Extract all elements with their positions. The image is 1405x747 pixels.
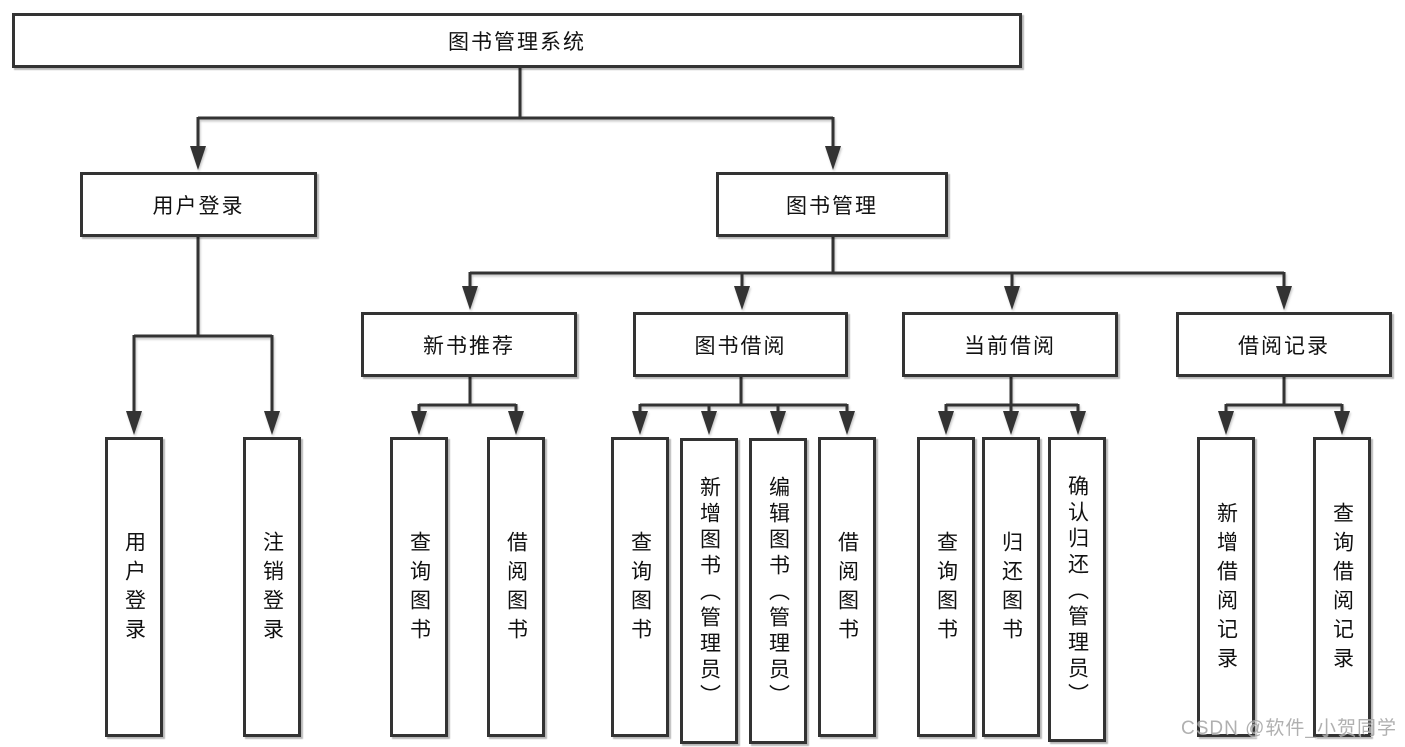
connector-root	[190, 66, 841, 170]
leaf-user-login: 用户登录	[105, 437, 163, 737]
connector-new-book-recommend	[411, 375, 524, 435]
leaf-add-borrow-record: 新增借阅记录	[1197, 437, 1255, 737]
watermark: CSDN @软件_小贺同学	[1181, 718, 1397, 739]
node-user-login: 用户登录	[80, 172, 317, 237]
leaf-query-books-current: 查询图书	[917, 437, 975, 737]
leaf-query-books-borrowing: 查询图书	[611, 437, 669, 737]
connector-current-borrowing	[938, 375, 1086, 435]
node-new-book-recommend: 新书推荐	[361, 312, 577, 377]
leaf-query-books-recommend: 查询图书	[390, 437, 448, 737]
leaf-edit-book-admin: 编辑图书（管理员）	[749, 438, 807, 744]
leaf-borrow-books-borrowing: 借阅图书	[818, 437, 876, 737]
leaf-logout: 注销登录	[243, 437, 301, 737]
node-current-borrowing: 当前借阅	[902, 312, 1118, 377]
node-library-management-system: 图书管理系统	[12, 13, 1022, 68]
leaf-add-book-admin: 新增图书（管理员）	[680, 438, 738, 744]
leaf-confirm-return-admin: 确认归还（管理员）	[1048, 437, 1106, 742]
leaf-query-borrow-record: 查询借阅记录	[1313, 437, 1371, 737]
connector-book-borrowing	[632, 375, 855, 435]
connector-book-management	[462, 235, 1292, 310]
node-borrowing-records: 借阅记录	[1176, 312, 1392, 377]
connector-user-login	[126, 235, 280, 435]
node-book-borrowing: 图书借阅	[633, 312, 848, 377]
node-book-management: 图书管理	[716, 172, 948, 237]
leaf-borrow-books-recommend: 借阅图书	[487, 437, 545, 737]
leaf-return-books: 归还图书	[982, 437, 1040, 737]
connector-borrowing-records	[1218, 375, 1350, 435]
